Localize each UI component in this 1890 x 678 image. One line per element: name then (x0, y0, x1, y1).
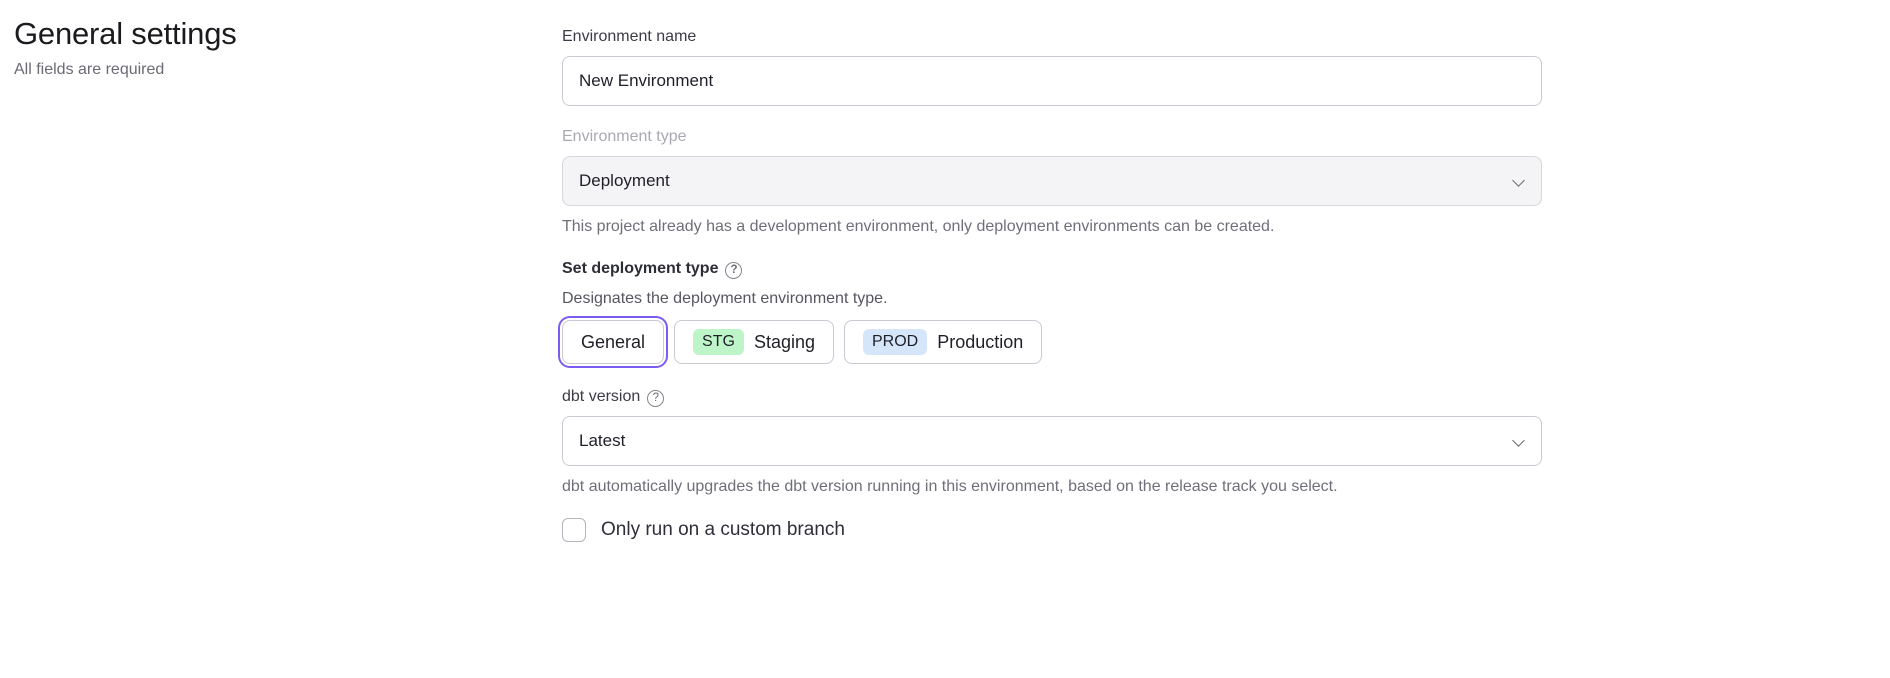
deployment-type-field: Set deployment type ? Designates the dep… (557, 258, 1542, 368)
dbt-version-field: dbt version ? Latest dbt automatically u… (562, 386, 1542, 498)
chevron-down-icon (1514, 436, 1525, 447)
help-circle-icon[interactable]: ? (725, 261, 743, 279)
page-title: General settings (14, 16, 237, 51)
deployment-type-option-general-label: General (581, 331, 646, 352)
environment-type-field: Environment type Deployment This project… (562, 126, 1542, 238)
environment-name-field: Environment name New Environment (562, 26, 1542, 106)
deployment-type-option-production-label: Production (937, 331, 1024, 352)
help-circle-icon[interactable]: ? (647, 389, 665, 407)
custom-branch-row[interactable]: Only run on a custom branch (562, 518, 1542, 542)
custom-branch-label: Only run on a custom branch (601, 519, 845, 540)
settings-form-column: Environment name New Environment Environ… (557, 26, 1542, 542)
deployment-type-option-general[interactable]: General (557, 316, 669, 368)
dbt-version-select[interactable]: Latest (562, 416, 1542, 466)
environment-name-input[interactable]: New Environment (562, 56, 1542, 106)
environment-type-label: Environment type (562, 128, 687, 145)
settings-intro-column: General settings All fields are required (14, 14, 534, 82)
dbt-version-value: Latest (579, 431, 626, 450)
deployment-type-option-staging-label: Staging (753, 331, 815, 352)
deployment-type-option-staging[interactable]: STG Staging (674, 320, 834, 364)
environment-type-value: Deployment (579, 171, 670, 190)
page-subtitle: All fields are required (14, 61, 165, 78)
environment-name-label: Environment name (562, 28, 697, 45)
custom-branch-checkbox[interactable] (562, 518, 586, 542)
dbt-version-label: dbt version (562, 388, 641, 405)
dbt-version-help-text: dbt automatically upgrades the dbt versi… (562, 478, 1338, 495)
environment-type-select[interactable]: Deployment (562, 156, 1542, 206)
deployment-type-label-row: Set deployment type ? (562, 258, 1542, 280)
production-badge: PROD (863, 329, 928, 355)
dbt-version-label-row: dbt version ? (562, 386, 1542, 408)
deployment-type-option-production[interactable]: PROD Production (844, 320, 1043, 364)
chevron-down-icon (1514, 176, 1525, 187)
deployment-type-label: Set deployment type (562, 260, 719, 277)
deployment-type-description: Designates the deployment environment ty… (562, 290, 888, 307)
staging-badge: STG (693, 329, 744, 355)
deployment-type-options: General STG Staging PROD Production (557, 316, 1542, 368)
environment-type-help-text: This project already has a development e… (562, 218, 1275, 235)
